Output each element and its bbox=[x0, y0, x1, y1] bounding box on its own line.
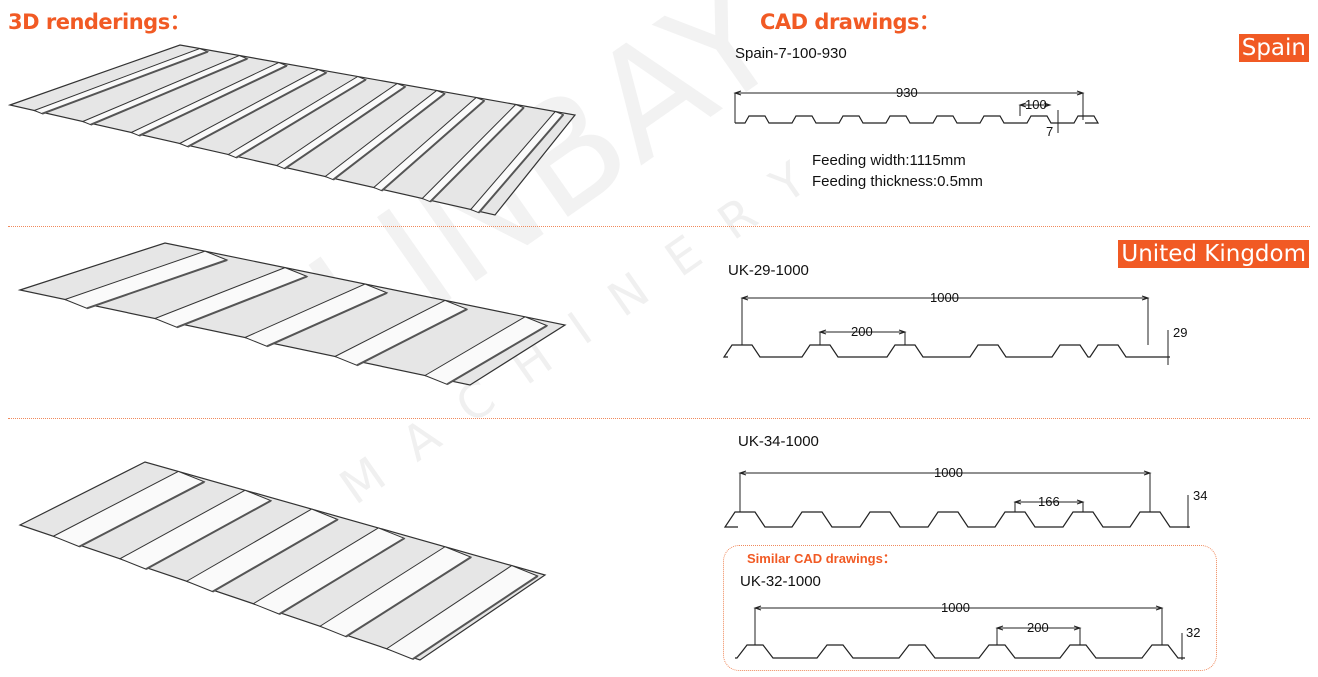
dim-height: 29 bbox=[1173, 325, 1187, 340]
dimension-labels: 930 100 7 1000 200 29 1000 166 34 1000 2… bbox=[851, 85, 1207, 640]
dim-width: 1000 bbox=[934, 465, 963, 480]
dim-height: 7 bbox=[1046, 124, 1053, 139]
cad-profiles bbox=[722, 90, 1190, 660]
dim-pitch: 200 bbox=[1027, 620, 1049, 635]
similar-drawings-box bbox=[723, 545, 1217, 671]
rendering-uk29-rib-shadow bbox=[176, 275, 308, 329]
similar-heading: Similar CAD drawings： bbox=[747, 551, 896, 566]
rendering-spain-rib-shadow bbox=[381, 99, 485, 192]
rendering-uk29-rib-shadow bbox=[266, 291, 388, 348]
dim-height: 34 bbox=[1193, 488, 1207, 503]
rendering-spain-rib-shadow bbox=[332, 92, 446, 181]
rendering-uk34-rib-shadow bbox=[78, 480, 205, 548]
rendering-uk34-rib-shadow bbox=[412, 575, 539, 660]
rendering-uk34-rib-shadow bbox=[212, 518, 339, 593]
feeding-thickness: Feeding thickness:0.5mm bbox=[812, 173, 983, 190]
dim-pitch: 200 bbox=[851, 324, 873, 339]
rendering-spain-rib-shadow bbox=[429, 106, 525, 203]
rendering-spain-rib-shadow bbox=[187, 71, 327, 148]
rendering-uk34-rib-shadow bbox=[345, 556, 472, 638]
profile-name: Spain-7-100-930 bbox=[735, 45, 847, 62]
dim-height: 32 bbox=[1186, 625, 1200, 640]
section-divider bbox=[8, 418, 1310, 419]
rendering-spain-rib-shadow bbox=[90, 57, 248, 126]
profile-name: UK-29-1000 bbox=[728, 262, 809, 279]
feeding-width: Feeding width:1115mm bbox=[812, 152, 966, 169]
rendering-spain-rib-shadow bbox=[477, 114, 565, 214]
rendering-spain-rib-shadow bbox=[41, 50, 209, 115]
dim-width: 930 bbox=[896, 85, 918, 100]
rendering-uk34 bbox=[18, 461, 547, 661]
rendering-uk29-rib-shadow bbox=[86, 259, 228, 310]
profile-name: UK-34-1000 bbox=[738, 433, 819, 450]
rendering-uk34-rib-shadow bbox=[278, 537, 405, 616]
rendering-uk29-rib-shadow bbox=[356, 308, 468, 367]
dim-width: 1000 bbox=[941, 600, 970, 615]
profile-name: UK-32-1000 bbox=[740, 573, 821, 590]
region-tag-spain: Spain bbox=[1238, 34, 1309, 62]
section-divider bbox=[8, 226, 1310, 227]
rendering-spain-rib-shadow bbox=[138, 64, 288, 137]
profile-uk29 bbox=[722, 344, 1170, 358]
dim-width: 1000 bbox=[930, 290, 959, 305]
rendering-spain-rib-shadow bbox=[284, 85, 406, 170]
cad-heading: CAD drawings： bbox=[760, 10, 940, 34]
profile-uk32 bbox=[735, 644, 1185, 659]
region-tag-uk: United Kingdom bbox=[1118, 240, 1309, 268]
dim-pitch: 100 bbox=[1025, 97, 1047, 112]
profile-spain bbox=[735, 115, 1100, 124]
rendering-uk34-rib-shadow bbox=[145, 499, 272, 571]
rendering-uk29-rib-shadow bbox=[446, 324, 548, 386]
profile-uk34 bbox=[723, 511, 1190, 528]
3d-renderings bbox=[7, 44, 577, 661]
dim-pitch: 166 bbox=[1038, 494, 1060, 509]
renderings-heading: 3D renderings： bbox=[8, 10, 191, 34]
rendering-spain-rib-shadow bbox=[235, 78, 367, 159]
